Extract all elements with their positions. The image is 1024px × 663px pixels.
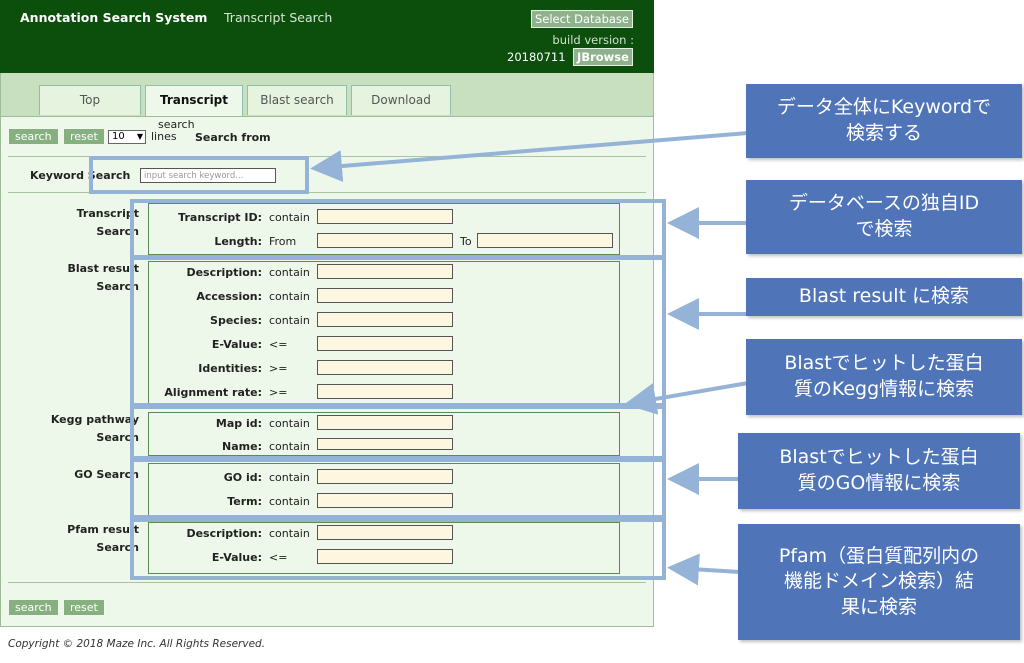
keyword-search-label: Keyword Search (30, 169, 131, 182)
evalue-op: <= (269, 338, 288, 351)
description-label: Description: (186, 266, 262, 279)
section-transcript-label: Transcript (76, 207, 139, 220)
section-pfam-label-2: Search (96, 541, 139, 554)
blast-description-input[interactable] (317, 264, 453, 279)
evalue-label: E-Value: (211, 338, 262, 351)
kegg-name-input[interactable] (317, 438, 453, 450)
arrow-pfam (667, 553, 741, 586)
section-pfam-label: Pfam result (67, 523, 139, 536)
transcript-fieldset (148, 203, 620, 255)
identities-input[interactable] (317, 360, 453, 375)
accession-op: contain (269, 290, 310, 303)
alignment-rate-label: Alignment rate: (164, 386, 262, 399)
pfam-description-op: contain (269, 527, 310, 540)
accession-label: Accession: (196, 290, 262, 303)
map-id-op: contain (269, 417, 310, 430)
app-header: Annotation Search System Transcript Sear… (0, 0, 654, 73)
page-subtitle: Transcript Search (224, 10, 333, 25)
accession-input[interactable] (317, 288, 453, 303)
lines-select-value: 10 (112, 131, 125, 142)
build-date: 20180711 (507, 50, 566, 64)
length-label: Length: (214, 235, 262, 248)
term-op: contain (269, 495, 310, 508)
highlight-transcript (130, 199, 666, 259)
identities-op: >= (269, 362, 288, 375)
callout-blast: Blast result に検索 (746, 278, 1022, 316)
section-go-label: GO Search (74, 468, 139, 481)
length-op: From (269, 235, 297, 248)
transcript-id-op: contain (269, 211, 310, 224)
go-id-label: GO id: (223, 471, 262, 484)
footer-copyright: Copyright © 2018 Maze Inc. All Rights Re… (8, 638, 266, 650)
lines-select[interactable]: 10 ▼ (108, 130, 146, 144)
highlight-go (130, 456, 666, 522)
search-button-top[interactable]: search (8, 128, 59, 145)
search-button-bottom[interactable]: search (8, 599, 59, 616)
term-label: Term: (227, 495, 262, 508)
callout-go: Blastでヒットした蛋白 質のGO情報に検索 (738, 433, 1020, 509)
alignment-rate-op: >= (269, 386, 288, 399)
map-id-input[interactable] (317, 415, 453, 430)
highlight-blast (130, 256, 666, 409)
pfam-description-input[interactable] (317, 525, 453, 540)
divider-bottom (8, 582, 646, 583)
reset-button-bottom[interactable]: reset (63, 599, 105, 616)
species-label: Species: (210, 314, 262, 327)
callout-pfam: Pfam（蛋白質配列内の 機能ドメイン検索）結 果に検索 (738, 524, 1020, 640)
pfam-fieldset (148, 522, 620, 574)
length-to-label: To (460, 235, 472, 248)
term-input[interactable] (317, 493, 453, 508)
search-from-label: Search from (195, 131, 271, 144)
transcript-id-label: Transcript ID: (178, 211, 262, 224)
jbrowse-button[interactable]: JBrowse (573, 48, 633, 66)
description-op: contain (269, 266, 310, 279)
highlight-kegg (130, 403, 666, 462)
kegg-fieldset (148, 412, 620, 456)
alignment-rate-input[interactable] (317, 384, 453, 399)
keyword-search-input[interactable] (140, 168, 276, 183)
tab-download[interactable]: Download (351, 85, 451, 115)
tab-bar: Top Transcript Blast search Download (0, 73, 654, 117)
tab-top[interactable]: Top (39, 85, 141, 115)
name-op: contain (269, 440, 310, 453)
section-kegg-label: Kegg pathway (50, 413, 139, 426)
section-blast-label: Blast result (67, 262, 139, 275)
highlight-keyword (89, 156, 309, 194)
name-label: Name: (222, 440, 262, 453)
lines-label: lines (151, 130, 177, 143)
length-from-input[interactable] (317, 233, 453, 248)
callout-keyword: データ全体にKeywordで 検索する (746, 84, 1022, 158)
highlight-pfam (130, 515, 666, 580)
pfam-evalue-op: <= (269, 551, 288, 564)
pfam-evalue-input[interactable] (317, 549, 453, 564)
map-id-label: Map id: (215, 417, 262, 430)
callout-kegg: Blastでヒットした蛋白 質のKegg情報に検索 (746, 339, 1022, 415)
species-op: contain (269, 314, 310, 327)
tab-transcript[interactable]: Transcript (145, 85, 243, 117)
pfam-description-label: Description: (186, 527, 262, 540)
identities-label: Identities: (198, 362, 262, 375)
section-blast-label-2: Search (96, 280, 139, 293)
tab-blast-search[interactable]: Blast search (247, 85, 347, 115)
build-version-label: build version : (552, 33, 634, 47)
section-transcript-label-2: Search (96, 225, 139, 238)
pfam-evalue-label: E-Value: (211, 551, 262, 564)
callout-transcript-id: データベースの独自ID で検索 (746, 180, 1022, 254)
transcript-id-input[interactable] (317, 209, 453, 224)
chevron-down-icon: ▼ (136, 132, 143, 141)
divider-keyword (8, 192, 646, 193)
select-database-button[interactable]: Select Database (531, 10, 633, 28)
evalue-input[interactable] (317, 336, 453, 351)
section-kegg-label-2: Search (96, 431, 139, 444)
species-input[interactable] (317, 312, 453, 327)
search-from-caption: search (158, 118, 195, 131)
go-id-op: contain (269, 471, 310, 484)
reset-button-top[interactable]: reset (63, 128, 105, 145)
length-to-input[interactable] (477, 233, 613, 248)
app-title: Annotation Search System (20, 10, 208, 25)
go-id-input[interactable] (317, 469, 453, 484)
